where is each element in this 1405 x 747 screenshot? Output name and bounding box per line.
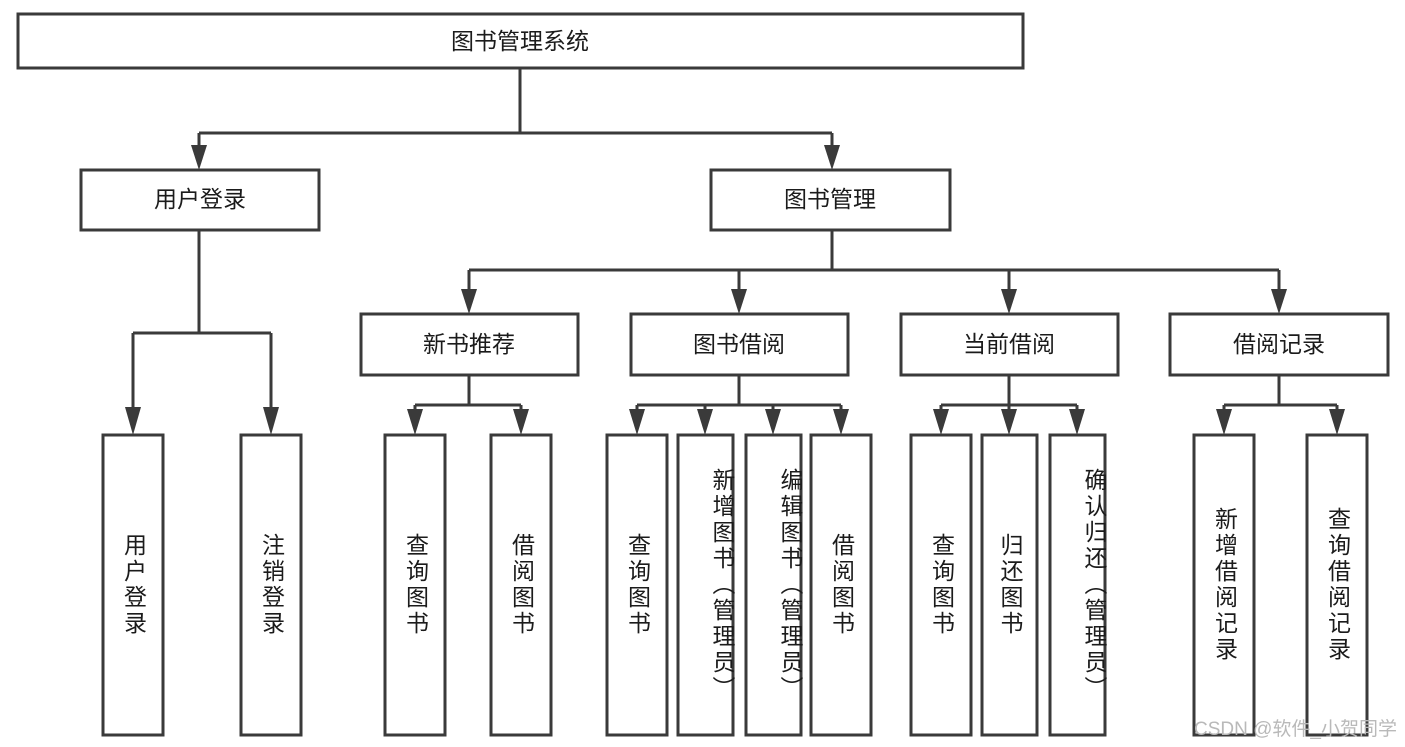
arrow-icon-new-book-leaf-1 bbox=[407, 409, 423, 435]
arrow-icon-borrow-record-leaf-1 bbox=[1216, 409, 1232, 435]
node-label-leaf-query-record: 查询借阅记录 bbox=[1324, 507, 1351, 663]
arrow-icon-borrow-record-leaf-2 bbox=[1329, 409, 1345, 435]
node-box-book-borrow[interactable] bbox=[629, 312, 850, 377]
connector-group-root-to-level2 bbox=[191, 68, 840, 170]
arrow-icon-to-new-book bbox=[461, 289, 477, 314]
node-label-new-book-recommend: 新书推荐 bbox=[423, 331, 515, 357]
arrow-icon-book-borrow-leaf-3 bbox=[765, 409, 781, 435]
node-label-leaf-borrow-book-nb: 借阅图书 bbox=[508, 533, 535, 637]
connector-group-current-borrow-to-leaves bbox=[933, 375, 1085, 435]
node-label-leaf-query-book-nb: 查询图书 bbox=[402, 533, 429, 637]
node-box-leaf-borrow-book-bb[interactable] bbox=[809, 433, 873, 737]
arrow-icon-user-login-leaf-2 bbox=[263, 407, 279, 435]
node-box-borrow-record[interactable] bbox=[1168, 312, 1390, 377]
connector-group-borrow-record-to-leaves bbox=[1216, 375, 1345, 435]
arrow-icon-current-borrow-leaf-3 bbox=[1069, 409, 1085, 435]
node-label-leaf-borrow-book-bb: 借阅图书 bbox=[828, 533, 855, 637]
node-box-leaf-user-logout[interactable] bbox=[239, 433, 303, 737]
arrow-icon-to-book-manage bbox=[824, 145, 840, 170]
arrow-icon-new-book-leaf-2 bbox=[513, 409, 529, 435]
node-label-book-borrow: 图书借阅 bbox=[693, 331, 785, 357]
connector-group-book-borrow-to-leaves bbox=[629, 375, 849, 435]
arrow-icon-book-borrow-leaf-2 bbox=[697, 409, 713, 435]
node-box-user-login[interactable] bbox=[79, 168, 321, 232]
node-label-leaf-confirm-return-admin: 确认归还（管理员） bbox=[1081, 468, 1107, 702]
node-label-user-login: 用户登录 bbox=[154, 186, 246, 212]
node-label-leaf-return-book: 归还图书 bbox=[997, 533, 1023, 637]
node-label-leaf-user-login: 用户登录 bbox=[120, 533, 147, 637]
node-box-leaf-return-book[interactable] bbox=[980, 433, 1039, 737]
node-label-leaf-add-book-admin: 新增图书（管理员） bbox=[709, 468, 735, 702]
node-box-leaf-user-login[interactable] bbox=[101, 433, 165, 737]
arrow-icon-to-borrow-record bbox=[1271, 289, 1287, 314]
node-box-leaf-confirm-return-admin[interactable] bbox=[1048, 433, 1107, 737]
node-label-leaf-query-book-bb: 查询图书 bbox=[624, 533, 651, 637]
arrow-icon-current-borrow-leaf-2 bbox=[1001, 409, 1017, 435]
node-label-root: 图书管理系统 bbox=[451, 28, 589, 54]
node-box-root[interactable] bbox=[16, 12, 1025, 70]
node-box-book-manage[interactable] bbox=[709, 168, 952, 232]
arrow-icon-current-borrow-leaf-1 bbox=[933, 409, 949, 435]
node-box-leaf-add-record[interactable] bbox=[1192, 433, 1256, 737]
connector-group-new-book-to-leaves bbox=[407, 375, 529, 435]
arrow-icon-user-login-leaf-1 bbox=[125, 407, 141, 435]
arrow-icon-book-borrow-leaf-4 bbox=[833, 409, 849, 435]
node-box-leaf-edit-book-admin[interactable] bbox=[744, 433, 803, 737]
connector-group-book-manage-to-level3 bbox=[461, 230, 1287, 314]
node-label-current-borrow: 当前借阅 bbox=[963, 331, 1055, 357]
node-label-borrow-record: 借阅记录 bbox=[1233, 331, 1325, 357]
node-box-leaf-add-book-admin[interactable] bbox=[676, 433, 735, 737]
node-box-leaf-borrow-book-nb[interactable] bbox=[489, 433, 553, 737]
node-label-leaf-user-logout: 注销登录 bbox=[258, 533, 285, 637]
arrow-icon-to-user-login bbox=[191, 145, 207, 170]
connector-group-user-login-to-leaves bbox=[125, 230, 279, 435]
watermark-text: CSDN @软件_小贺同学 bbox=[1194, 719, 1397, 740]
node-box-leaf-query-book-nb[interactable] bbox=[383, 433, 447, 737]
node-box-leaf-query-book-cb[interactable] bbox=[909, 433, 973, 737]
node-label-leaf-edit-book-admin: 编辑图书（管理员） bbox=[777, 468, 803, 702]
node-label-book-manage: 图书管理 bbox=[784, 186, 876, 212]
node-box-new-book-recommend[interactable] bbox=[359, 312, 580, 377]
node-label-leaf-add-record: 新增借阅记录 bbox=[1211, 507, 1238, 663]
node-label-leaf-query-book-cb: 查询图书 bbox=[928, 533, 955, 637]
node-box-current-borrow[interactable] bbox=[899, 312, 1120, 377]
arrow-icon-to-book-borrow bbox=[731, 289, 747, 314]
arrow-icon-to-current-borrow bbox=[1001, 289, 1017, 314]
node-box-leaf-query-book-bb[interactable] bbox=[605, 433, 669, 737]
node-box-leaf-query-record[interactable] bbox=[1305, 433, 1369, 737]
arrow-icon-book-borrow-leaf-1 bbox=[629, 409, 645, 435]
